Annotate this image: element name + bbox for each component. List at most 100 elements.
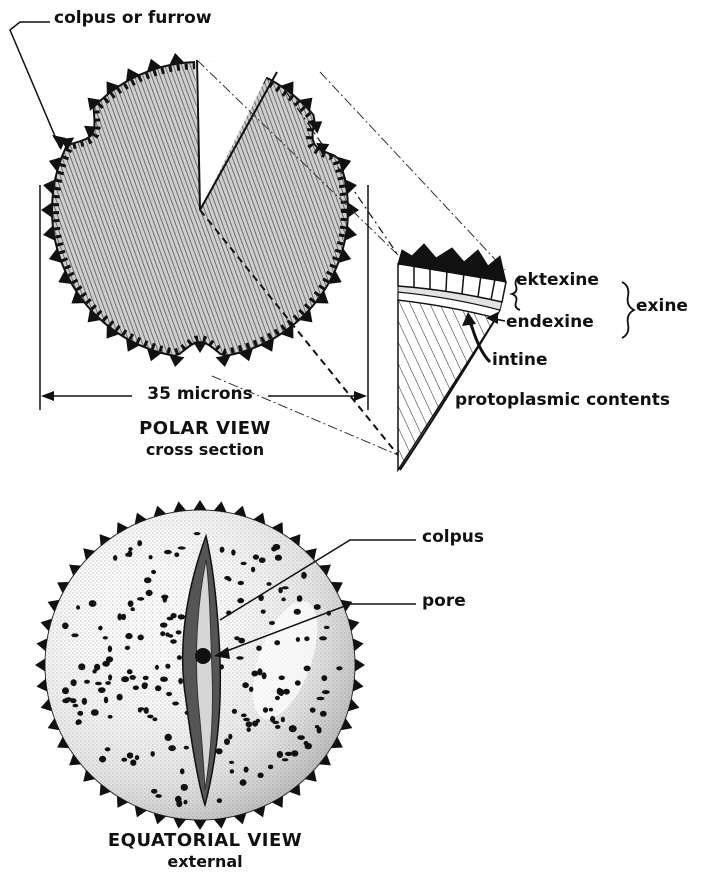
verruca [117, 613, 121, 620]
verruca [232, 709, 237, 714]
verruca [113, 555, 117, 561]
verruca [238, 638, 245, 644]
verruca [266, 582, 271, 586]
verruca [130, 760, 136, 766]
verruca [275, 555, 282, 561]
spine [35, 659, 45, 672]
verruca [283, 689, 290, 695]
verruca [240, 779, 247, 786]
verruca [144, 577, 152, 583]
label-colpus: colpus [422, 527, 484, 547]
verruca [108, 646, 112, 653]
verruca [172, 702, 179, 706]
verruca [165, 664, 170, 669]
verruca [297, 595, 303, 602]
verruca [155, 665, 159, 670]
verruca [268, 765, 273, 770]
verruca [224, 738, 230, 745]
verruca [128, 600, 134, 607]
spine [216, 355, 231, 367]
verruca [160, 631, 165, 636]
verruca [105, 681, 111, 685]
verruca [252, 721, 258, 727]
verruca [216, 748, 223, 754]
verruca [317, 697, 325, 701]
verruca [236, 656, 243, 659]
verruca [259, 557, 266, 563]
verruca [274, 640, 280, 645]
verruca [241, 562, 247, 565]
spine [36, 638, 47, 651]
verruca [321, 675, 327, 681]
verruca [168, 745, 176, 751]
verruca [62, 687, 69, 694]
verruca [65, 697, 72, 700]
verruca [322, 690, 330, 694]
verruca [242, 682, 249, 688]
verruca [295, 680, 301, 685]
verruca [121, 676, 129, 682]
verruca [304, 666, 311, 672]
verruca [324, 626, 330, 629]
verruca [98, 626, 102, 631]
verruca [131, 607, 135, 611]
verruca [71, 679, 77, 686]
verruca [138, 635, 144, 641]
verruca [228, 734, 232, 740]
verruca [166, 692, 172, 696]
verruca [89, 600, 97, 607]
label-colpus-or-furrow: colpus or furrow [54, 8, 212, 28]
equatorial-view-title: EQUATORIAL VIEW [108, 830, 302, 851]
label-protoplasmic-contents: protoplasmic contents [455, 390, 670, 410]
verruca [253, 554, 259, 559]
verruca [95, 682, 102, 686]
verruca [178, 546, 186, 549]
verruca [103, 636, 108, 639]
spine [193, 342, 207, 353]
verruca [271, 546, 277, 551]
label-intine: intine [492, 350, 548, 370]
verruca [144, 707, 149, 714]
verruca [94, 664, 100, 671]
verruca [184, 800, 188, 805]
verruca [117, 694, 123, 701]
verruca [161, 595, 168, 600]
verruca [135, 755, 139, 760]
spine [173, 501, 186, 512]
verruca [310, 707, 316, 712]
spine [353, 638, 364, 651]
spine [173, 818, 186, 829]
verruca [291, 750, 298, 756]
verruca [231, 549, 235, 555]
verruca [128, 547, 132, 551]
verruca [294, 609, 301, 615]
verruca [177, 655, 182, 660]
verruca [146, 590, 153, 596]
verruca [336, 666, 342, 670]
polar-view-title: POLAR VIEW [139, 418, 271, 439]
verruca [297, 735, 305, 740]
verruca [237, 598, 244, 603]
verruca [138, 707, 144, 710]
verruca [246, 721, 253, 727]
verruca [104, 697, 108, 704]
verruca [176, 630, 182, 634]
verruca [296, 637, 300, 642]
verruca [125, 553, 130, 557]
verruca [151, 789, 157, 794]
verruca [251, 567, 255, 573]
spine [194, 500, 207, 510]
verruca [257, 668, 262, 675]
verruca [155, 685, 161, 691]
verruca [99, 756, 106, 763]
verruca [282, 758, 289, 761]
verruca [137, 540, 142, 546]
spine [169, 355, 184, 367]
verruca [78, 663, 85, 670]
verruca [243, 718, 250, 722]
spine [41, 202, 52, 217]
verruca [176, 800, 182, 807]
verruca [160, 677, 168, 682]
verruca [108, 715, 113, 719]
